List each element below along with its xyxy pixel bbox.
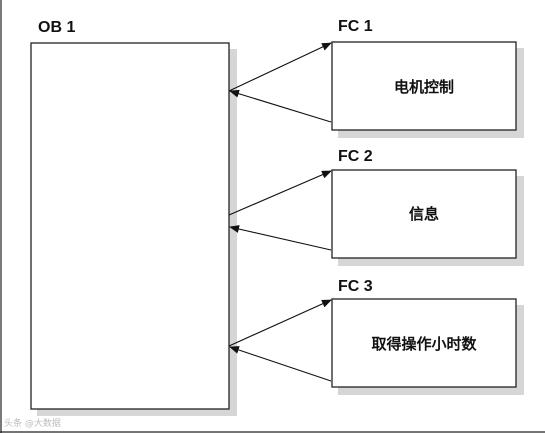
ob1-box: [30, 42, 230, 410]
fc1-box: [331, 41, 517, 131]
fc1-text: 电机控制: [394, 78, 454, 96]
fc2-call-arrow: [228, 170, 332, 216]
fc1-return-arrow: [229, 89, 332, 123]
fc3-call-arrow: [228, 299, 332, 347]
fc3-return-arrow: [229, 346, 332, 382]
fc3-block: FC 3 取得操作小时数: [331, 278, 524, 395]
watermark-text: 头条 @大数据: [4, 417, 61, 429]
fc3-box: [331, 298, 517, 388]
ob1-label: OB 1: [38, 19, 75, 36]
fc1-call-arrow: [228, 42, 332, 92]
fc3-text: 取得操作小时数: [371, 335, 477, 353]
fc1-block: FC 1 电机控制: [331, 18, 524, 138]
fc2-block: FC 2 信息: [331, 148, 524, 266]
fc2-return-arrow: [229, 225, 332, 251]
ob1-block: OB 1: [30, 19, 237, 416]
fc3-label: FC 3: [338, 278, 373, 295]
fc2-text: 信息: [409, 205, 439, 223]
fc2-box: [331, 169, 517, 259]
fc2-label: FC 2: [338, 148, 373, 165]
fc1-label: FC 1: [338, 18, 373, 35]
